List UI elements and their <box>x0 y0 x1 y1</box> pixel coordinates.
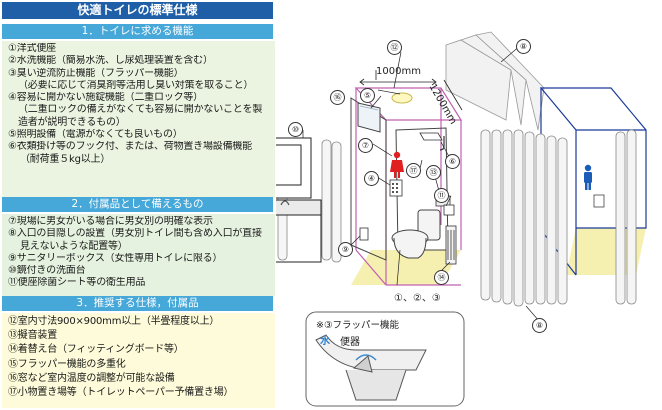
marker-13: ⑬ <box>426 165 441 180</box>
list-item: ⑯窓など室内温度の調整が可能な設備 <box>8 372 175 384</box>
list-item: ⑰小物置き場等（トイレットペーパー予備置き場） <box>8 387 234 399</box>
window <box>357 102 381 133</box>
list-item: ①洋式便座 <box>8 43 56 54</box>
list-item: ⑭着替え台（フィッティングボード等） <box>8 344 184 356</box>
list-item: （二重ロックの備えがなくても容易に開かないことを製造者が説明できるもの） <box>18 104 263 128</box>
list-item: ④容易に開かない施錠機能（二重ロック等） <box>8 92 203 104</box>
list-item: ⑤照明設備（電源がなくても良いもの） <box>8 129 183 141</box>
sanitary-box <box>359 227 369 241</box>
section-2-body: ⑦現場に男女がいる場合に男女別の明確な表示 ⑧入口の目隠しの設置（男女別トイレ間… <box>2 214 275 296</box>
privacy-screen-front <box>480 129 637 307</box>
dimension-lines <box>359 70 463 111</box>
marker-8-top: ⑧ <box>516 39 531 54</box>
hook-icon <box>439 136 445 151</box>
section-1-body: ①洋式便座 ②水洗機能（簡易水洗、し尿処理装置を含む） ③臭い逆流防止機能（フラ… <box>2 41 275 198</box>
male-sign-icon <box>584 164 592 190</box>
section-3-body: ⑫室内寸法900×900mm以上（半畳程度以上） ⑬擬音装置 ⑭着替え台（フィッ… <box>2 313 275 408</box>
sanitizer-holder <box>443 204 455 216</box>
list-item: ②水洗機能（簡易水洗、し尿処理装置を含む） <box>8 55 213 67</box>
dimension-width: 1000mm <box>376 66 421 77</box>
marker-7: ⑦ <box>358 138 373 153</box>
section-2-heading: 2．付属品として備えるもの <box>2 197 273 212</box>
marker-6: ⑥ <box>445 154 460 169</box>
female-sign-icon <box>390 151 404 178</box>
flapper-callout-title: ※③フラッパー機能 <box>316 320 399 331</box>
ceiling-light <box>391 92 413 104</box>
section-3-heading: 3．推奨する仕様，付属品 <box>2 296 273 311</box>
list-item: ⑧入口の目隠しの設置（男女別トイレ間も含め入口が直接見えないような配置等） <box>8 228 262 252</box>
list-item: ⑦現場に男女がいる場合に男女別の明確な表示 <box>8 216 213 227</box>
list-item: ⑪便座除菌シート等の衛生用品 <box>8 277 146 289</box>
fitting-board <box>445 225 457 265</box>
toilet-label: 便器 <box>340 337 360 348</box>
list-item: ⑫室内寸法900×900mm以上（半畳程度以上） <box>8 316 220 327</box>
lock-icon <box>593 194 605 208</box>
label-1-2-3: ①、②、③ <box>394 293 441 304</box>
marker-11: ⑪ <box>434 188 449 203</box>
washbasin <box>276 137 322 263</box>
water-label: 水 <box>320 336 330 347</box>
marker-4: ④ <box>364 171 379 186</box>
list-item: ③臭い逆流防止機能（フラッパー機能） <box>8 67 184 79</box>
toilet-diagram: ⑫ ⑧ ⑤ ⑯ ⑩ ⑦ ④ ⑥ ⑰ ⑬ ⑪ ⑨ ⑭ ⑧ 1000mm 1200m… <box>276 0 662 410</box>
list-item: ⑨サニタリーボックス（女性専用トイレに限る） <box>8 252 223 264</box>
toilet-illustration <box>276 31 647 407</box>
section-1-heading: 1．トイレに求める機能 <box>2 24 273 39</box>
male-booth-floor <box>566 228 646 275</box>
page-title: 快適トイレの標準仕様 <box>2 2 273 19</box>
marker-17: ⑰ <box>406 163 421 178</box>
list-item: ⑮フラッパー機能の多重化 <box>8 358 126 370</box>
list-item: ⑥衣類掛け等のフック付、または、荷物置き場設備機能（耐荷重５kg以上） <box>8 141 252 165</box>
marker-9: ⑨ <box>338 242 353 257</box>
marker-5: ⑤ <box>360 88 375 103</box>
marker-14: ⑭ <box>434 270 449 285</box>
list-item: ⑬擬音装置 <box>8 330 57 342</box>
spec-panel: 快適トイレの標準仕様 1．トイレに求める機能 ①洋式便座 ②水洗機能（簡易水洗、… <box>0 0 275 410</box>
faucet-icon <box>280 200 290 206</box>
toilet-bowl <box>391 209 441 259</box>
flapper-illustration <box>315 334 427 401</box>
list-item: （必要に応じて消臭剤等活用し臭い対策を取ること） <box>18 79 254 91</box>
marker-8-bottom: ⑧ <box>532 318 547 333</box>
shelf <box>419 132 443 141</box>
list-item: ⑩鏡付きの洗面台 <box>8 265 86 277</box>
marker-16: ⑯ <box>330 90 345 105</box>
marker-10: ⑩ <box>288 122 303 137</box>
marker-12: ⑫ <box>387 40 402 55</box>
